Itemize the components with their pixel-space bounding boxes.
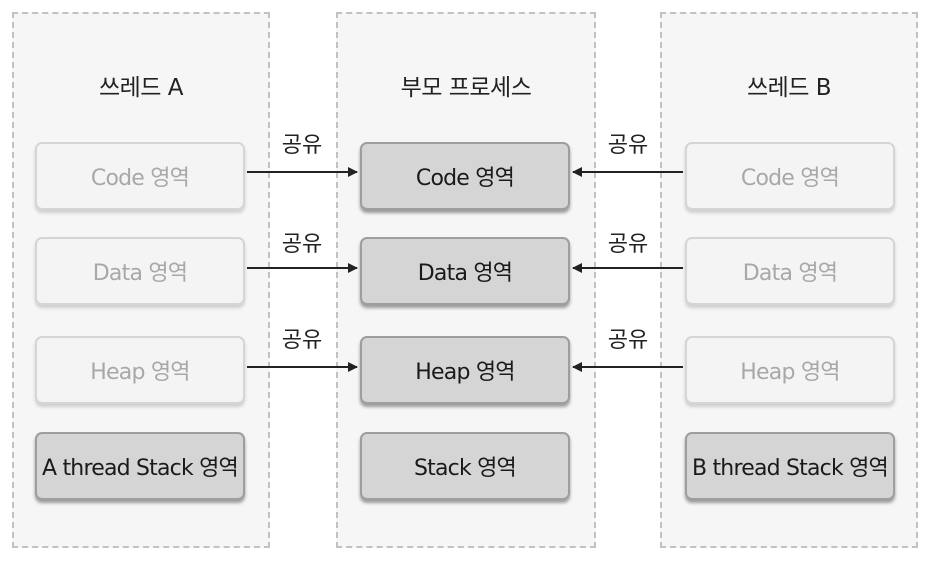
panel-title-thread-a: 쓰레드 A [98,75,184,101]
edge-label-b-data: 공유 [607,232,649,257]
thread-b-heap-box: Heap 영역 [685,336,895,404]
thread-a-heap-box: Heap 영역 [35,336,245,404]
edge-label-b-code: 공유 [607,133,649,158]
thread-a-code-box: Code 영역 [35,142,245,210]
thread-b-code-box: Code 영역 [685,142,895,210]
edge-label-a-data: 공유 [281,232,323,257]
edge-label-a-heap: 공유 [281,328,323,353]
edge-label-b-heap: 공유 [607,328,649,353]
parent-data-box: Data 영역 [360,237,570,305]
thread-a-data-box: Data 영역 [35,237,245,305]
edge-label-a-code: 공유 [281,133,323,158]
panel-title-thread-b: 쓰레드 B [746,75,832,101]
thread-b-data-box: Data 영역 [685,237,895,305]
parent-stack-box: Stack 영역 [360,432,570,500]
panel-title-parent-process: 부모 프로세스 [400,75,532,101]
thread-a-stack-box: A thread Stack 영역 [35,432,245,500]
parent-heap-box: Heap 영역 [360,336,570,404]
parent-code-box: Code 영역 [360,142,570,210]
thread-b-stack-box: B thread Stack 영역 [685,432,895,500]
